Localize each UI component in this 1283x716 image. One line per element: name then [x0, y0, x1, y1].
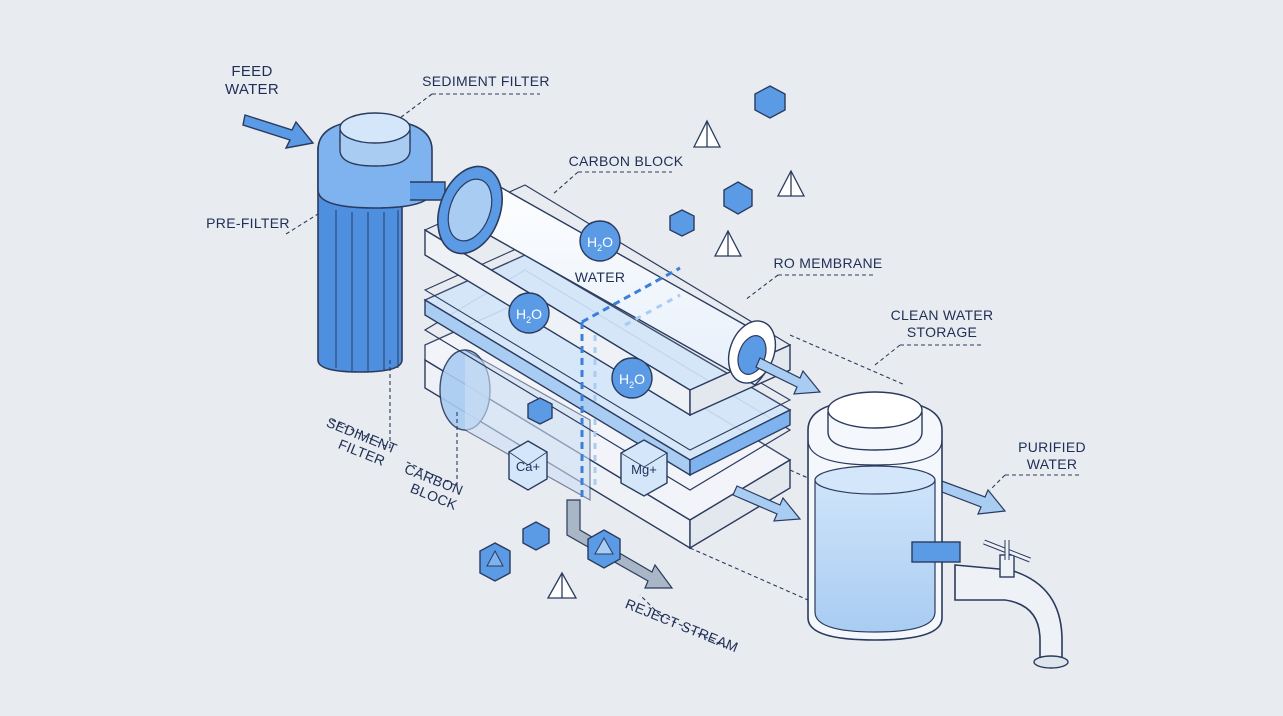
clean-water-label-2: STORAGE	[907, 324, 977, 340]
water-molecule: H2O	[579, 220, 621, 262]
feed-arrow-icon	[242, 114, 315, 149]
hexagon-particle-icon	[522, 85, 786, 551]
svg-text:H2O: H2O	[619, 371, 645, 390]
magnesium-label: Mg+	[631, 462, 657, 477]
pre-filter-housing	[317, 112, 446, 373]
calcium-ion: Ca+	[508, 440, 548, 491]
faucet-icon	[911, 539, 1069, 669]
clean-water-label: CLEAN WATER	[891, 307, 994, 323]
svg-text:H2O: H2O	[587, 234, 613, 253]
feed-water-label: FEED	[231, 63, 272, 80]
calcium-label: Ca+	[516, 459, 540, 474]
tetrahedron-particle-icon	[546, 119, 806, 599]
clean-water-storage-tank	[807, 391, 943, 641]
carbon-block-top-label: CARBON BLOCK	[569, 153, 684, 169]
ro-membrane-label: RO MEMBRANE	[773, 255, 882, 271]
leader-lines	[285, 93, 1080, 649]
water-molecule: H2O	[508, 292, 550, 334]
svg-text:H2O: H2O	[516, 306, 542, 325]
purified-water-label-2: WATER	[1027, 456, 1078, 472]
reject-stream-label: REJECT STREAM	[623, 595, 741, 655]
water-molecule: H2O	[611, 357, 653, 399]
ion-particle-icon	[479, 529, 621, 582]
purified-water-label: PURIFIED	[1018, 439, 1086, 455]
feed-water-label-2: WATER	[225, 81, 279, 98]
sediment-filter-top-label: SEDIMENT FILTER	[422, 73, 550, 89]
water-label: WATER	[575, 269, 626, 285]
magnesium-ion: Mg+	[620, 439, 668, 497]
pre-filter-label: PRE-FILTER	[206, 215, 290, 231]
membrane-dashed-lines	[580, 266, 681, 500]
